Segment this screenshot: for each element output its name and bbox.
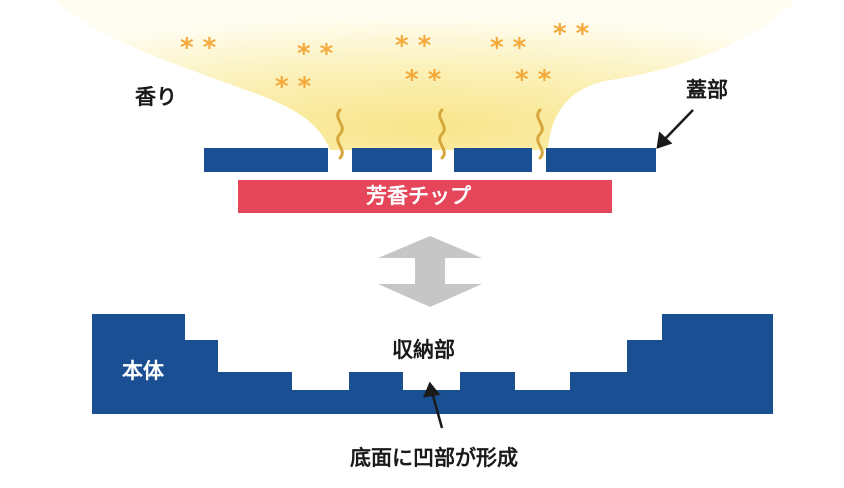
svg-text:* *: * * (297, 39, 334, 69)
asterisk-icon: * * * * * * * * * * * * * * * * (180, 19, 590, 102)
aroma-chip (238, 180, 612, 213)
svg-text:* *: * * (275, 72, 312, 102)
aroma-label: 香り (135, 85, 177, 109)
chip-label: 芳香チップ (366, 184, 471, 208)
svg-text:* *: * * (553, 19, 590, 49)
svg-text:* *: * * (180, 33, 217, 63)
bottom-note-label: 底面に凹部が形成 (350, 446, 518, 470)
aroma-cloud (55, 0, 795, 150)
body (92, 314, 773, 414)
svg-text:* *: * * (490, 33, 527, 63)
lid-segment (546, 148, 656, 172)
svg-text:* *: * * (515, 65, 552, 95)
lid-segment (352, 148, 432, 172)
storage-label: 収納部 (392, 338, 455, 362)
body-label: 本体 (122, 359, 164, 383)
lid-segment (454, 148, 532, 172)
lid-segment (204, 148, 328, 172)
leader-arrow-icon (422, 381, 444, 429)
svg-text:* *: * * (405, 65, 442, 95)
wavy-steam-icon (336, 108, 544, 160)
lid-label: 蓋部 (686, 78, 728, 102)
double-arrow-icon (378, 236, 482, 307)
svg-text:* *: * * (395, 31, 432, 61)
leader-arrow-icon (656, 109, 694, 149)
lid (204, 148, 656, 172)
